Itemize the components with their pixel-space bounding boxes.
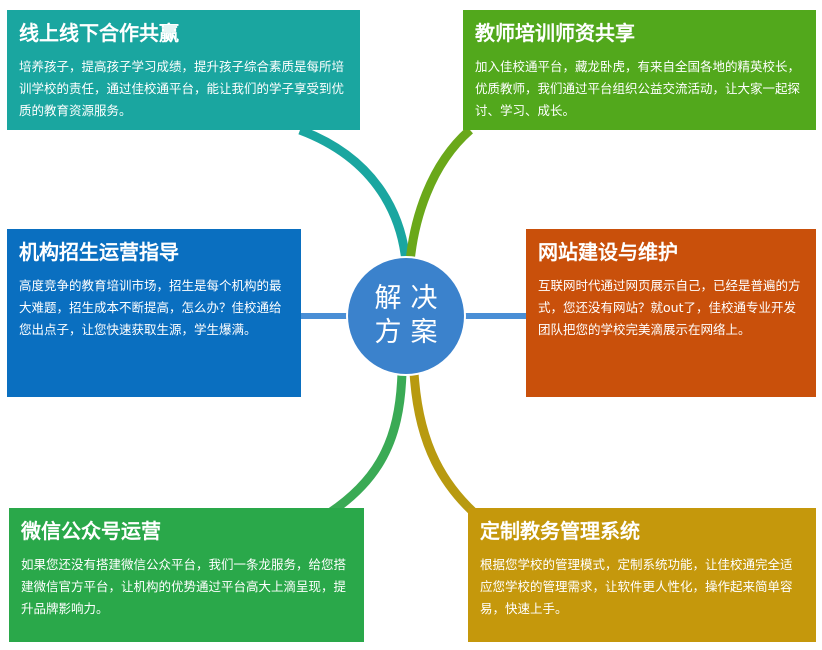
card-body: 培养孩子，提高孩子学习成绩，提升孩子综合素质是每所培训学校的责任，通过佳校通平台… xyxy=(19,59,345,118)
card-enrollment-guidance: 机构招生运营指导 高度竞争的教育培训市场，招生是每个机构的最大难题，招生成本不断… xyxy=(7,229,301,397)
hub-line-1: 解决 xyxy=(374,283,447,314)
hub-line-2: 方案 xyxy=(374,317,447,348)
card-custom-system: 定制教务管理系统 根据您学校的管理模式，定制系统功能，让佳校通完全适应您学校的管… xyxy=(468,508,816,642)
card-teacher-training: 教师培训师资共享 加入佳校通平台，藏龙卧虎，有来自全国各地的精英校长，优质教师，… xyxy=(463,10,816,130)
connector-top-right xyxy=(405,126,473,263)
card-title: 线上线下合作共赢 xyxy=(19,21,179,45)
card-title: 微信公众号运营 xyxy=(21,519,161,543)
card-title: 定制教务管理系统 xyxy=(480,519,640,543)
card-online-offline: 线上线下合作共赢 培养孩子，提高孩子学习成绩，提升孩子综合素质是每所培训学校的责… xyxy=(7,10,360,130)
card-wechat-operation: 微信公众号运营 如果您还没有搭建微信公众平台，我们一条龙服务，给您搭建微信官方平… xyxy=(9,508,364,642)
solution-hub: 解决 方案 xyxy=(348,258,464,374)
card-body: 如果您还没有搭建微信公众平台，我们一条龙服务，给您搭建微信官方平台，让机构的优势… xyxy=(21,557,347,616)
card-body: 加入佳校通平台，藏龙卧虎，有来自全国各地的精英校长，优质教师，我们通过平台组织公… xyxy=(475,59,801,118)
card-body: 高度竞争的教育培训市场，招生是每个机构的最大难题，招生成本不断提高，怎么办？佳校… xyxy=(19,278,282,337)
card-website-building: 网站建设与维护 互联网时代通过网页展示自己，已经是普遍的方式，您还没有网站？就o… xyxy=(526,229,816,397)
card-body: 互联网时代通过网页展示自己，已经是普遍的方式，您还没有网站？就out了，佳校通专… xyxy=(538,278,801,337)
connector-bottom-left xyxy=(297,371,407,535)
connector-bottom-right xyxy=(409,371,498,534)
card-title: 教师培训师资共享 xyxy=(475,21,635,45)
card-body: 根据您学校的管理模式，定制系统功能，让佳校通完全适应您学校的管理需求，让软件更人… xyxy=(480,557,793,616)
card-title: 网站建设与维护 xyxy=(538,240,678,264)
card-title: 机构招生运营指导 xyxy=(19,240,179,264)
connector-top-left xyxy=(298,125,411,263)
